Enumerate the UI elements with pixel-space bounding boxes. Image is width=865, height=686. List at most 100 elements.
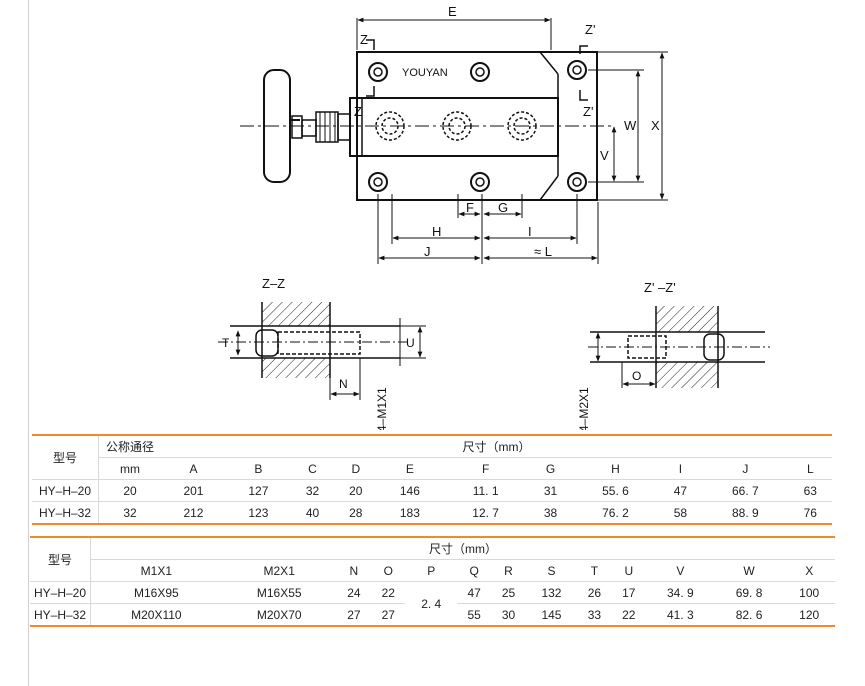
ports xyxy=(375,111,537,141)
column-header-d: D xyxy=(334,457,378,480)
model-cell: HY–H–32 xyxy=(30,603,91,627)
label-zp2: Z' xyxy=(583,104,593,119)
value-cell-b: 123 xyxy=(225,501,291,525)
model-cell: HY–H–20 xyxy=(30,581,91,604)
label-u: U xyxy=(406,336,415,350)
label-h: H xyxy=(432,224,441,239)
brand-label: YOUYAN xyxy=(402,67,448,79)
value-cell-t: 26 xyxy=(577,581,612,604)
value-cell-o: 22 xyxy=(371,581,406,604)
top-view: YOUYAN Z Z Z' Z' E X W V xyxy=(240,4,668,264)
column-header-b: B xyxy=(225,457,291,480)
value-cell-u: 17 xyxy=(611,581,646,604)
label-g: G xyxy=(498,200,508,215)
nominal-cell: 20 xyxy=(98,479,161,502)
section-zz: Z–Z T U N 4–M1X1 xyxy=(218,276,426,430)
column-header-p: P xyxy=(405,559,457,582)
nominal-cell: 32 xyxy=(98,501,161,525)
column-header-j: J xyxy=(702,457,789,480)
label-zz: Z–Z xyxy=(262,276,285,291)
valve-drawing: YOUYAN Z Z Z' Z' E X W V xyxy=(218,4,770,430)
column-header-s: S xyxy=(525,559,578,582)
column-header-h: H xyxy=(572,457,659,480)
value-cell-c: 40 xyxy=(290,501,335,525)
column-header-i: I xyxy=(658,457,703,480)
column-header-w: W xyxy=(714,559,784,582)
value-cell-g: 38 xyxy=(528,501,573,525)
label-j: J xyxy=(424,244,431,259)
value-cell-l: 76 xyxy=(788,501,832,525)
column-header-e: E xyxy=(377,457,443,480)
column-header-l: L xyxy=(788,457,832,480)
value-cell-o: 27 xyxy=(371,603,406,627)
label-l: ≈ L xyxy=(534,244,552,259)
label-o: O xyxy=(632,369,641,383)
value-cell-m2x1: M20X70 xyxy=(221,603,337,627)
model-cell: HY–H–32 xyxy=(32,501,99,525)
section-zpzp: Z' –Z' O 4–M2X1 xyxy=(577,280,770,430)
value-cell-q: 47 xyxy=(456,581,492,604)
column-header-n: N xyxy=(336,559,372,582)
value-cell-p: 2. 4 xyxy=(405,581,457,627)
column-header-f: F xyxy=(442,457,529,480)
value-cell-i: 58 xyxy=(658,501,703,525)
value-cell-a: 201 xyxy=(161,479,226,502)
column-header-m2x1: M2X1 xyxy=(221,559,337,582)
value-cell-m1x1: M20X110 xyxy=(90,603,222,627)
column-header-t: T xyxy=(577,559,612,582)
label-zpzp: Z' –Z' xyxy=(644,280,676,295)
value-cell-v: 41. 3 xyxy=(645,603,715,627)
value-cell-d: 28 xyxy=(334,501,378,525)
label-m1: 4–M1X1 xyxy=(375,387,389,430)
value-cell-e: 183 xyxy=(377,501,443,525)
valve-body xyxy=(349,97,559,157)
column-header-m1x1: M1X1 xyxy=(90,559,222,582)
value-cell-f: 12. 7 xyxy=(442,501,529,525)
value-cell-w: 69. 8 xyxy=(714,581,784,604)
value-cell-u: 22 xyxy=(611,603,646,627)
label-v: V xyxy=(600,148,609,163)
column-header-u: U xyxy=(611,559,646,582)
value-cell-j: 66. 7 xyxy=(702,479,789,502)
value-cell-d: 20 xyxy=(334,479,378,502)
value-cell-s: 145 xyxy=(525,603,578,627)
value-cell-t: 33 xyxy=(577,603,612,627)
value-cell-l: 63 xyxy=(788,479,832,502)
model-header: 型号 xyxy=(30,536,91,582)
column-header-g: G xyxy=(528,457,573,480)
column-header-r: R xyxy=(491,559,526,582)
column-header-x: X xyxy=(783,559,835,582)
value-cell-r: 30 xyxy=(491,603,526,627)
label-t: T xyxy=(222,336,230,350)
value-cell-s: 132 xyxy=(525,581,578,604)
value-cell-i: 47 xyxy=(658,479,703,502)
label-m2: 4–M2X1 xyxy=(577,387,591,430)
value-cell-h: 76. 2 xyxy=(572,501,659,525)
column-header-c: C xyxy=(290,457,335,480)
column-header-a: A xyxy=(161,457,226,480)
value-cell-m2x1: M16X55 xyxy=(221,581,337,604)
dims-header: 尺寸（mm） xyxy=(90,536,835,560)
model-header: 型号 xyxy=(32,434,99,480)
value-cell-n: 27 xyxy=(336,603,372,627)
value-cell-w: 82. 6 xyxy=(714,603,784,627)
model-cell: HY–H–20 xyxy=(32,479,99,502)
nominal-header: 公称通径 xyxy=(98,434,161,458)
value-cell-q: 55 xyxy=(456,603,492,627)
label-e: E xyxy=(448,4,457,19)
label-i: I xyxy=(528,224,532,239)
label-x: X xyxy=(651,118,660,133)
dims-header: 尺寸（mm） xyxy=(161,434,832,458)
value-cell-r: 25 xyxy=(491,581,526,604)
column-header-o: O xyxy=(371,559,406,582)
value-cell-v: 34. 9 xyxy=(645,581,715,604)
value-cell-n: 24 xyxy=(336,581,372,604)
